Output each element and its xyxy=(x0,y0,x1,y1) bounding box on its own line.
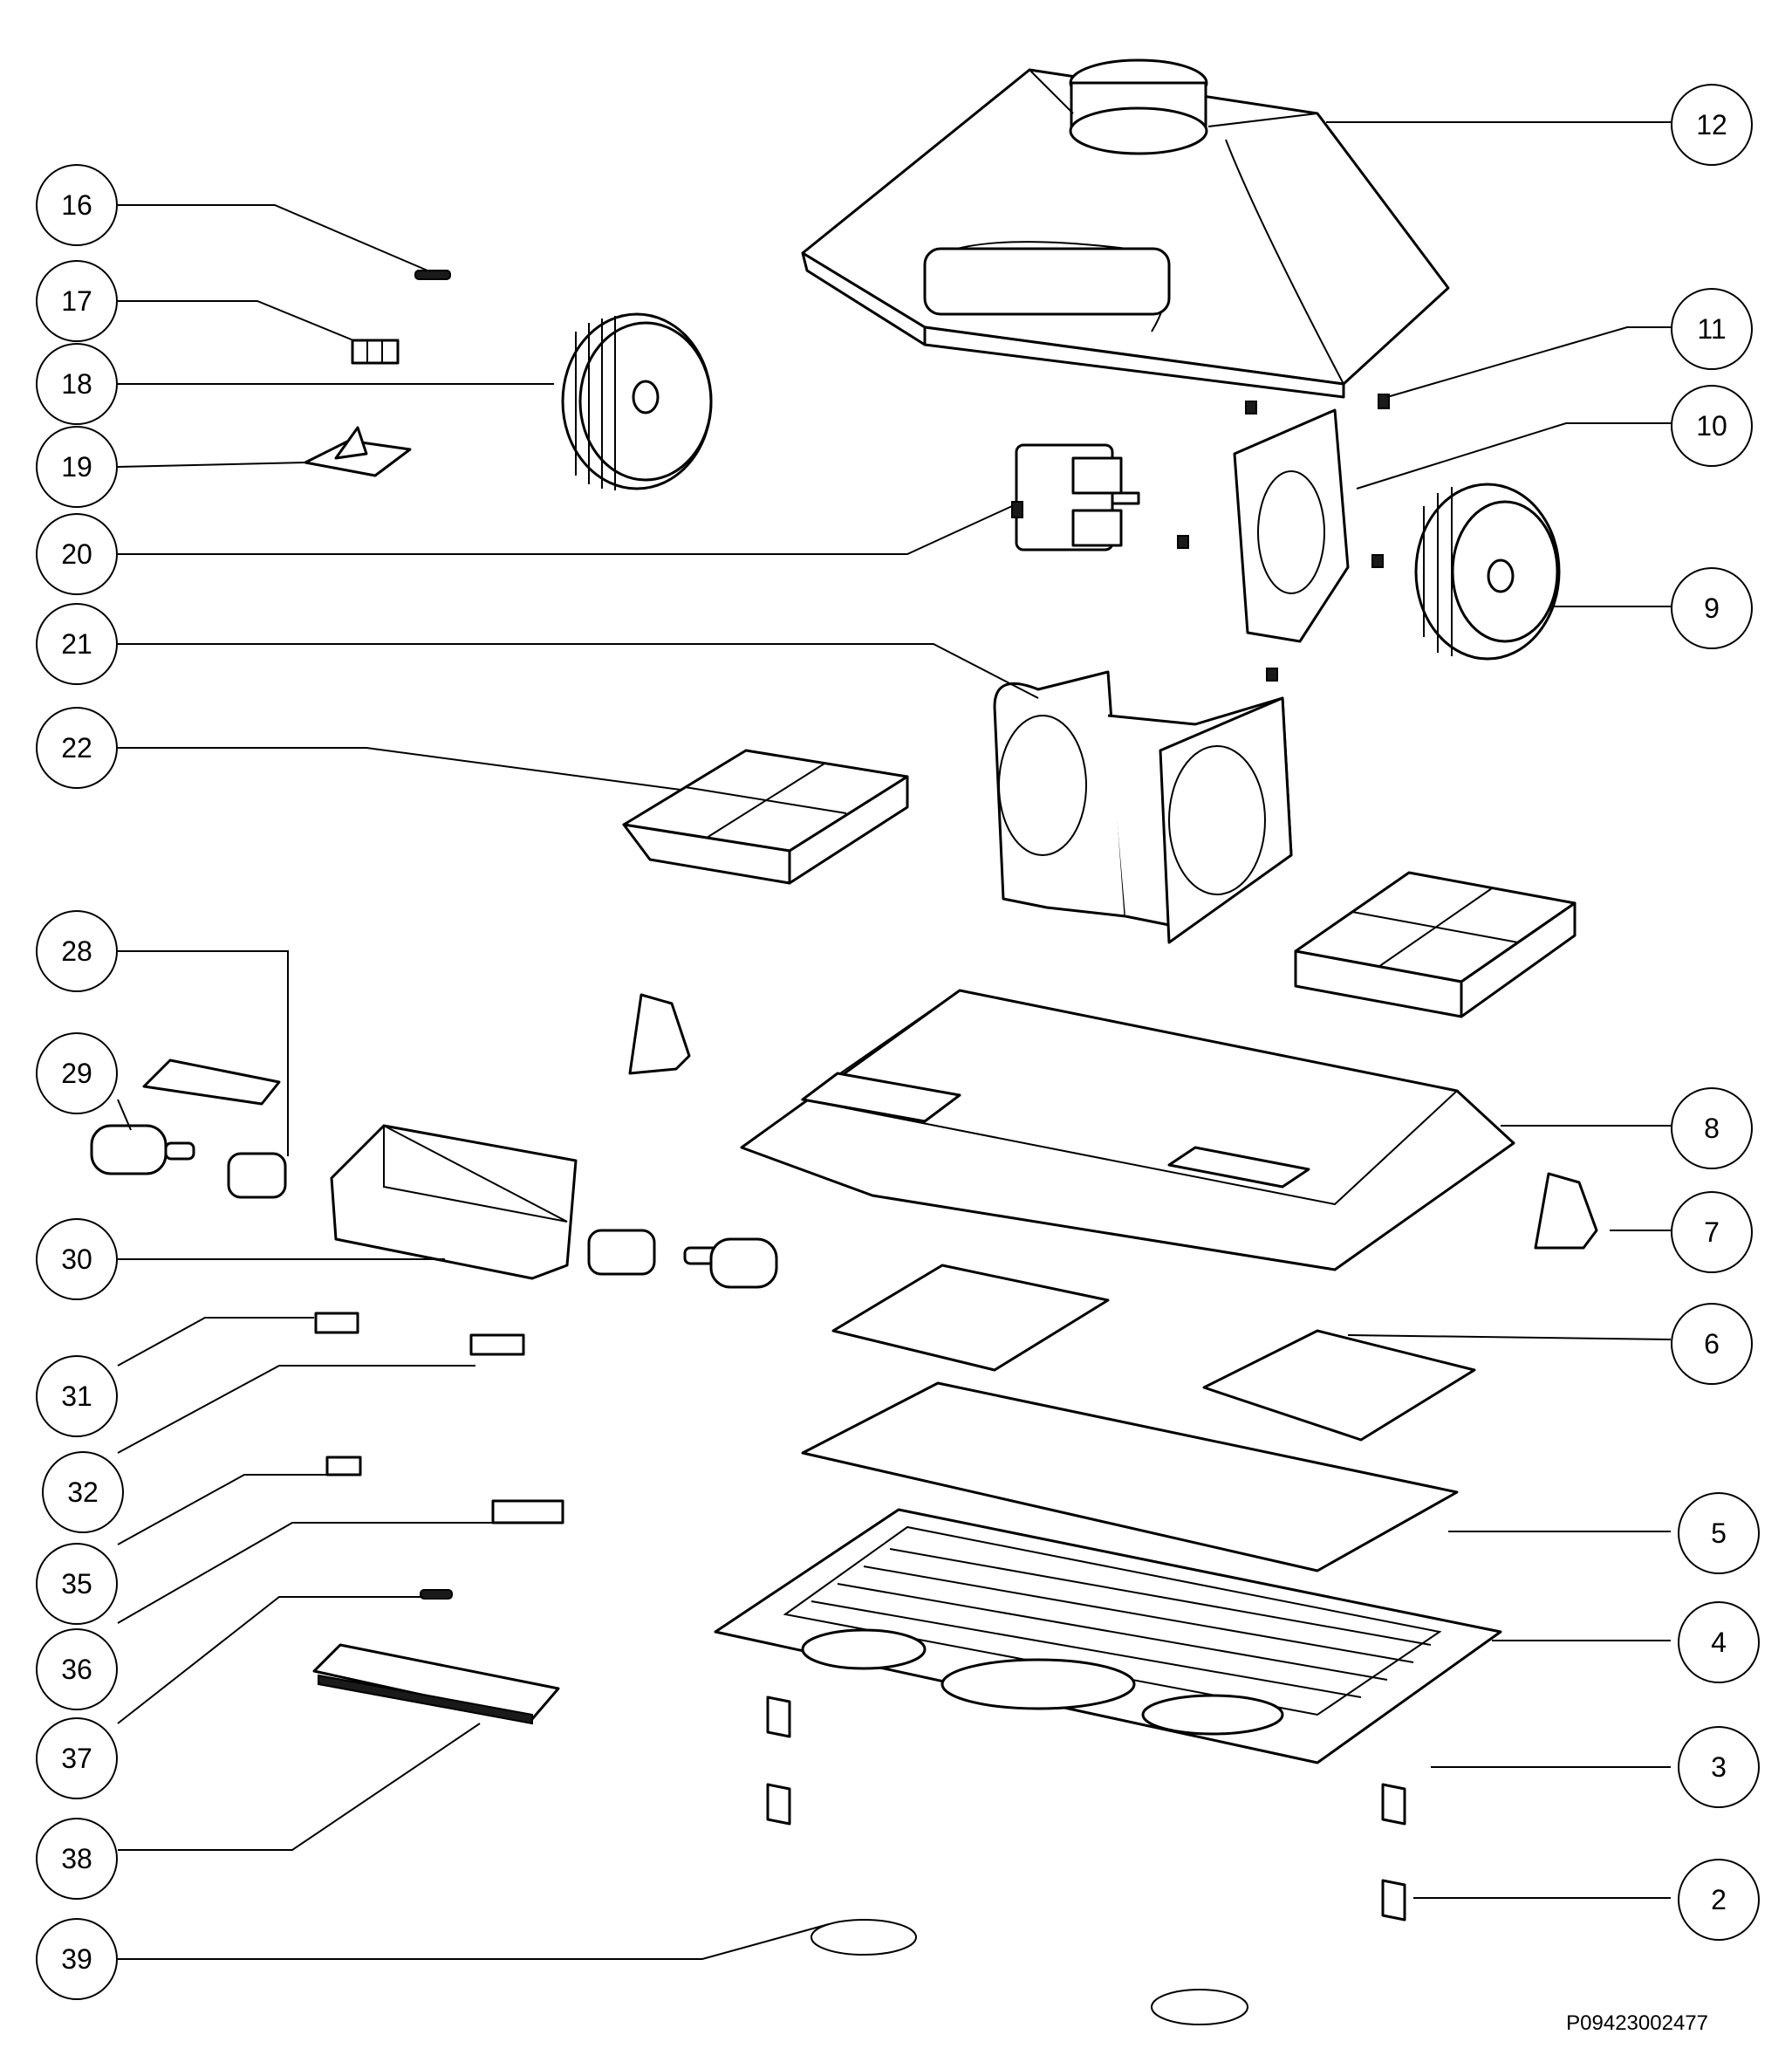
part-lamp-holder-right xyxy=(587,1229,656,1276)
callout-12: 12 xyxy=(1671,84,1753,166)
svg-text:39: 39 xyxy=(61,1943,92,1975)
callout-21: 21 xyxy=(36,603,118,685)
svg-text:12: 12 xyxy=(1696,109,1727,140)
part-bracket-right xyxy=(1534,1172,1598,1250)
part-connector-17 xyxy=(351,339,400,365)
callout-32: 32 xyxy=(42,1451,124,1533)
callout-38: 38 xyxy=(36,1818,118,1900)
callout-16: 16 xyxy=(36,164,118,246)
part-canopy-bottom xyxy=(714,1508,1502,1764)
svg-text:7: 7 xyxy=(1704,1216,1720,1248)
part-connector-31 xyxy=(314,1312,359,1334)
part-bulb-left xyxy=(90,1124,195,1175)
part-blower-plate xyxy=(1233,408,1350,643)
part-grommets xyxy=(1177,394,1390,682)
svg-text:17: 17 xyxy=(61,285,92,317)
part-lamp-holder-left xyxy=(227,1152,287,1199)
svg-text:21: 21 xyxy=(61,628,92,660)
part-blower-wheel-right xyxy=(1414,483,1561,661)
callout-6: 6 xyxy=(1671,1303,1753,1385)
part-small-pin xyxy=(414,270,451,280)
svg-text:10: 10 xyxy=(1696,410,1727,442)
callout-22: 22 xyxy=(36,707,118,789)
callout-3: 3 xyxy=(1678,1726,1760,1808)
callout-20: 20 xyxy=(36,513,118,595)
part-connector-32 xyxy=(469,1333,525,1356)
svg-text:18: 18 xyxy=(61,368,92,400)
callout-11: 11 xyxy=(1671,288,1753,370)
svg-text:3: 3 xyxy=(1711,1751,1727,1783)
part-base-chassis xyxy=(740,989,1515,1271)
part-brackets-3-2 xyxy=(766,1696,1406,1922)
part-carbon-filter-left xyxy=(622,749,909,885)
svg-text:30: 30 xyxy=(61,1243,92,1275)
part-top-housing xyxy=(801,58,1450,399)
svg-text:31: 31 xyxy=(61,1380,92,1412)
callout-18: 18 xyxy=(36,343,118,425)
callout-2: 2 xyxy=(1678,1859,1760,1941)
svg-text:6: 6 xyxy=(1704,1328,1720,1360)
callout-8: 8 xyxy=(1671,1087,1753,1169)
callout-29: 29 xyxy=(36,1032,118,1114)
part-motor xyxy=(1011,443,1140,552)
callout-28: 28 xyxy=(36,910,118,992)
svg-text:35: 35 xyxy=(61,1568,92,1600)
svg-text:38: 38 xyxy=(61,1843,92,1874)
part-bracket-small xyxy=(628,993,691,1075)
svg-text:20: 20 xyxy=(61,538,92,570)
callout-7: 7 xyxy=(1671,1191,1753,1273)
part-sealing-rings xyxy=(811,1919,1248,2025)
part-fan-housing xyxy=(993,670,1293,944)
part-lamp-plate xyxy=(142,1058,281,1106)
part-grease-filter-right xyxy=(1202,1329,1476,1442)
callout-30: 30 xyxy=(36,1218,118,1300)
part-clip-35 xyxy=(325,1456,362,1476)
document-code: P09423002477 xyxy=(1566,2011,1708,2035)
svg-text:2: 2 xyxy=(1711,1884,1727,1915)
callout-10: 10 xyxy=(1671,385,1753,467)
part-filter-sheet xyxy=(801,1381,1459,1572)
callout-37: 37 xyxy=(36,1717,118,1799)
leader-lines xyxy=(117,121,1672,1960)
callout-36: 36 xyxy=(36,1628,118,1710)
callout-31: 31 xyxy=(36,1355,118,1437)
svg-text:37: 37 xyxy=(61,1743,92,1774)
svg-text:22: 22 xyxy=(61,732,92,764)
callout-5: 5 xyxy=(1678,1492,1760,1574)
callout-17: 17 xyxy=(36,260,118,342)
svg-text:19: 19 xyxy=(61,451,92,483)
callout-39: 39 xyxy=(36,1918,118,2000)
callout-4: 4 xyxy=(1678,1601,1760,1683)
svg-text:8: 8 xyxy=(1704,1113,1720,1144)
part-clip-tray xyxy=(304,426,412,477)
part-switch-36 xyxy=(491,1499,564,1524)
svg-text:9: 9 xyxy=(1704,593,1720,624)
svg-text:28: 28 xyxy=(61,935,92,967)
svg-text:5: 5 xyxy=(1711,1517,1727,1549)
svg-text:32: 32 xyxy=(67,1476,99,1508)
callout-9: 9 xyxy=(1671,567,1753,649)
callout-19: 19 xyxy=(36,426,118,508)
svg-text:16: 16 xyxy=(61,189,92,221)
svg-text:36: 36 xyxy=(61,1654,92,1685)
svg-text:11: 11 xyxy=(1697,313,1726,345)
part-pin-37 xyxy=(420,1589,453,1600)
callout-35: 35 xyxy=(36,1543,118,1625)
part-blower-wheel-left xyxy=(561,312,713,490)
svg-text:29: 29 xyxy=(61,1058,92,1089)
part-carbon-filter-right xyxy=(1294,871,1577,1018)
svg-text:4: 4 xyxy=(1711,1627,1727,1658)
part-control-panel xyxy=(312,1643,560,1725)
part-grease-filter-left xyxy=(831,1264,1110,1372)
part-lamp-box xyxy=(330,1124,578,1280)
part-bulb-right xyxy=(683,1237,778,1289)
